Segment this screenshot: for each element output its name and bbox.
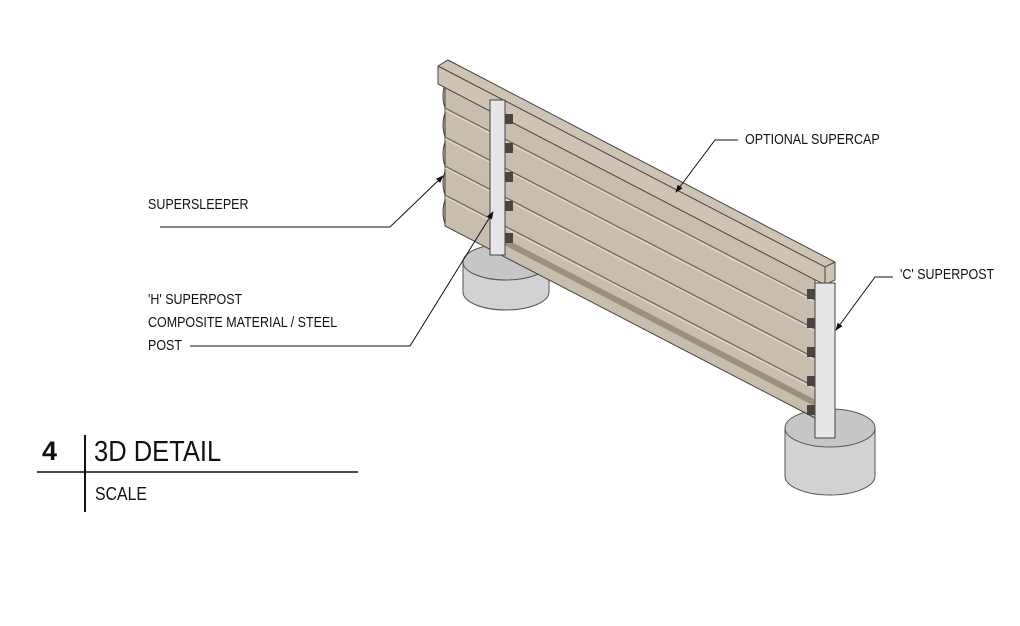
detail-number: 4 [42,436,58,466]
c-superpost-label: 'C' SUPERPOST [900,267,995,283]
supercap-leader [675,139,738,193]
h-superpost-label-line2: COMPOSITE MATERIAL / STEEL [148,315,338,331]
detail-title: 3D DETAIL [94,436,222,468]
c-superpost [807,282,836,439]
h-superpost-label-line1: 'H' SUPERPOST [148,292,243,308]
c-superpost-leader [835,276,893,331]
title-block-lines [37,435,358,512]
supercap [437,59,836,286]
optional-supercap-label: OPTIONAL SUPERCAP [745,132,880,148]
scale-label: SCALE [95,484,147,504]
h-superpost-leader [190,211,494,347]
supersleeper-label: SUPERSLEEPER [148,197,249,213]
h-superpost [489,99,513,256]
h-superpost-label-line3: POST [148,338,182,354]
supersleeper-leader [160,175,444,228]
